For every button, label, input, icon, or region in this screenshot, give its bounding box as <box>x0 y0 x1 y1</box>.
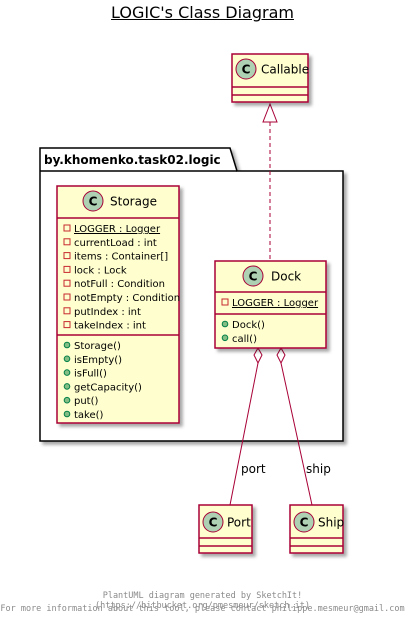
dock-fields: LOGGER : Logger <box>221 298 319 309</box>
diagram-title: LOGIC's Class Diagram <box>111 3 294 22</box>
class-badge-icon <box>202 511 224 533</box>
class-field: currentLoad : int <box>63 238 157 249</box>
method-text: isFull() <box>74 369 107 380</box>
realization-arrowhead <box>262 102 278 123</box>
class-method: getCapacity() <box>63 382 142 393</box>
class-method: Dock() <box>221 320 265 331</box>
class-name-callable: Callable <box>261 63 309 77</box>
class-method: call() <box>221 334 257 345</box>
method-text: call() <box>232 334 257 345</box>
relations: port ship <box>229 102 331 506</box>
field-text: LOGGER : Logger <box>74 224 161 235</box>
footer-line-1: PlantUML diagram generated by SketchIt! … <box>95 591 310 611</box>
field-text: notFull : Condition <box>74 279 165 290</box>
method-text: put() <box>74 396 99 407</box>
class-field: notFull : Condition <box>63 279 165 290</box>
relation-label-port: port <box>241 462 266 476</box>
public-visibility-icon <box>221 320 229 328</box>
private-visibility-icon <box>63 307 71 315</box>
class-port: C Port <box>198 504 253 554</box>
class-badge-letter: C <box>209 516 218 530</box>
class-name-port: Port <box>227 516 251 530</box>
footer-line-2: For more information about this tool, pl… <box>0 604 405 614</box>
private-visibility-icon <box>63 265 71 273</box>
class-method: isFull() <box>63 369 107 380</box>
field-text: putIndex : int <box>74 307 141 318</box>
public-visibility-icon <box>63 355 71 363</box>
private-visibility-icon <box>63 321 71 329</box>
aggregation-line-port <box>229 362 259 506</box>
private-visibility-icon <box>63 238 71 246</box>
class-method: Storage() <box>63 341 121 352</box>
class-storage: C Storage LOGGER : Logger currentLoad : i… <box>56 185 180 424</box>
class-ship: C Ship <box>289 504 344 554</box>
class-badge-letter: C <box>300 516 309 530</box>
public-visibility-icon <box>221 334 229 342</box>
class-field: LOGGER : Logger <box>63 224 161 235</box>
class-method: take() <box>63 410 104 421</box>
field-text: currentLoad : int <box>74 238 157 249</box>
method-text: getCapacity() <box>74 382 142 393</box>
class-name-ship: Ship <box>318 516 344 530</box>
private-visibility-icon <box>221 298 229 306</box>
public-visibility-icon <box>63 341 71 349</box>
class-badge-icon <box>82 190 104 212</box>
class-badge-icon <box>242 265 264 287</box>
class-badge-letter: C <box>242 63 251 77</box>
private-visibility-icon <box>63 252 71 260</box>
field-text: items : Container[] <box>74 252 168 263</box>
class-field: notEmpty : Condition <box>63 293 180 304</box>
class-badge-letter: C <box>249 270 258 284</box>
method-text: take() <box>74 410 104 421</box>
class-badge-letter: C <box>89 195 98 209</box>
field-text: notEmpty : Condition <box>74 293 180 304</box>
field-text: lock : Lock <box>74 265 127 276</box>
class-callable: C Callable <box>231 53 309 103</box>
class-badge-icon <box>293 511 315 533</box>
class-method: isEmpty() <box>63 355 122 366</box>
class-name-dock: Dock <box>271 270 301 284</box>
class-field: items : Container[] <box>63 252 168 263</box>
class-method: put() <box>63 396 99 407</box>
field-text: LOGGER : Logger <box>232 298 319 309</box>
public-visibility-icon <box>63 410 71 418</box>
method-text: Dock() <box>232 320 265 331</box>
method-text: Storage() <box>74 341 121 352</box>
class-dock: C Dock LOGGER : Logger Dock() call() <box>214 260 327 349</box>
storage-methods: Storage() isEmpty() isFull() getCapacity() p… <box>63 341 142 421</box>
dock-methods: Dock() call() <box>221 320 265 345</box>
storage-fields: LOGGER : Logger currentLoad : int items : … <box>63 224 180 332</box>
class-field: takeIndex : int <box>63 321 146 332</box>
relation-label-ship: ship <box>306 462 331 476</box>
private-visibility-icon <box>63 224 71 232</box>
aggregation-line-ship <box>280 362 313 506</box>
public-visibility-icon <box>63 396 71 404</box>
method-text: isEmpty() <box>74 355 122 366</box>
class-field: putIndex : int <box>63 307 141 318</box>
private-visibility-icon <box>63 293 71 301</box>
class-name-storage: Storage <box>110 195 157 209</box>
class-field: lock : Lock <box>63 265 127 276</box>
class-field: LOGGER : Logger <box>221 298 319 309</box>
public-visibility-icon <box>63 369 71 376</box>
field-text: takeIndex : int <box>74 321 146 332</box>
class-badge-icon <box>235 58 257 80</box>
private-visibility-icon <box>63 279 71 287</box>
public-visibility-icon <box>63 383 71 390</box>
package-name: by.khomenko.task02.logic <box>44 153 221 167</box>
